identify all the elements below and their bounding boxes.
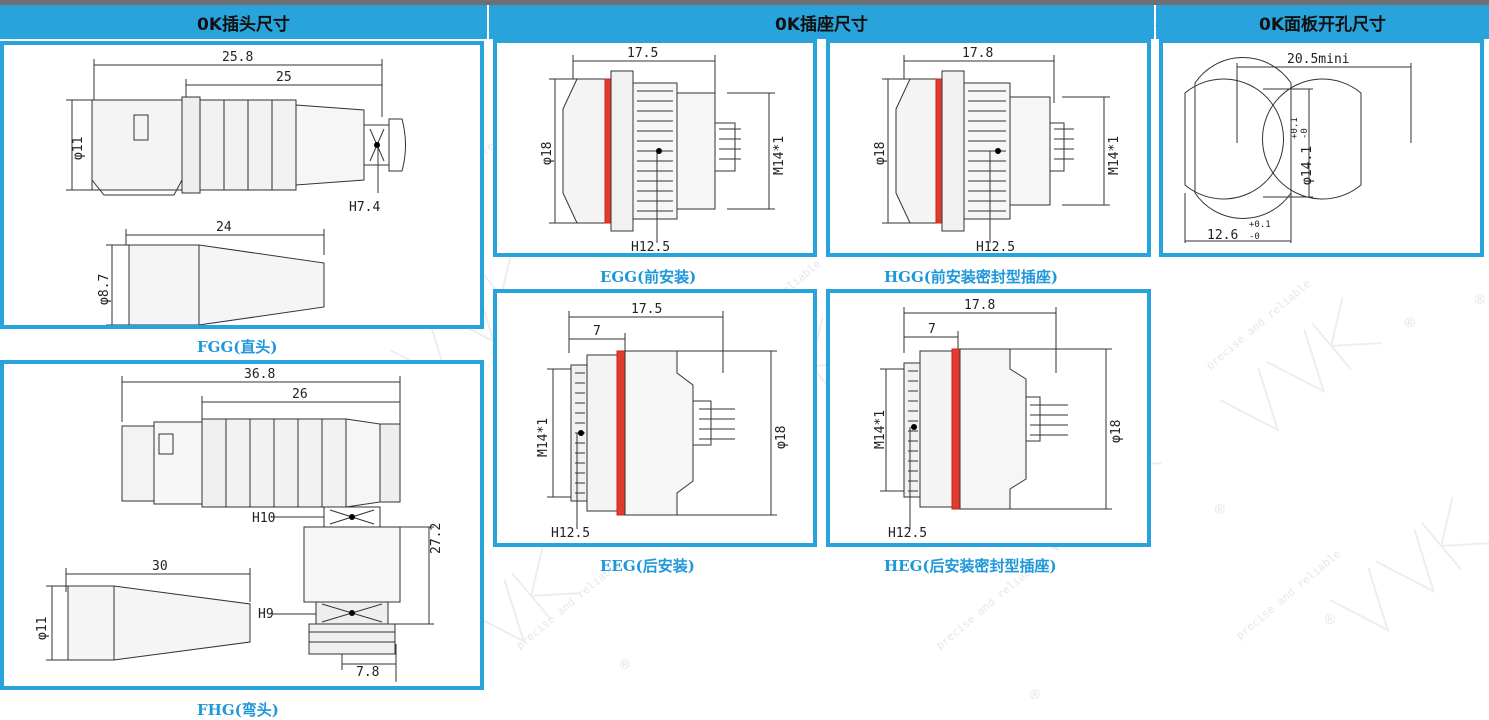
svg-text:27.2: 27.2 — [429, 523, 444, 554]
svg-text:H10: H10 — [252, 511, 275, 526]
caption-heg: HEG(后安装密封型插座) — [884, 557, 1057, 575]
svg-text:φ14.1: φ14.1 — [1300, 146, 1315, 185]
svg-text:®: ® — [1215, 500, 1225, 519]
caption-fhg: FHG(弯头) — [197, 701, 279, 719]
svg-text:®: ® — [1325, 610, 1335, 629]
panel-heg: 17.8 7 H12.5 M14*1 φ18 — [826, 289, 1151, 547]
egg-drawing: 17.5 H12.5 φ18 M14*1 — [540, 46, 787, 255]
fgg-drawing: 25.8 25 H7.4 24 φ11 φ8.7 — [66, 50, 406, 326]
svg-text:7: 7 — [593, 324, 601, 339]
svg-text:17.8: 17.8 — [964, 298, 995, 313]
panel-hgg: 17.8 H12.5 φ18 M14*1 — [826, 39, 1151, 257]
hgg-drawing: 17.8 H12.5 φ18 M14*1 — [873, 46, 1122, 255]
wm-mark: ® — [1405, 313, 1415, 332]
svg-text:precise and reliable: precise and reliable — [1234, 547, 1344, 642]
svg-text:M14*1: M14*1 — [873, 410, 888, 449]
svg-text:H12.5: H12.5 — [888, 526, 927, 541]
svg-text:φ11: φ11 — [71, 137, 86, 160]
svg-text:φ18: φ18 — [1109, 420, 1124, 443]
svg-text:φ18: φ18 — [540, 142, 555, 165]
svg-text:H12.5: H12.5 — [631, 240, 670, 253]
svg-text:M14*1: M14*1 — [772, 136, 787, 175]
svg-text:30: 30 — [152, 559, 168, 574]
svg-text:36.8: 36.8 — [244, 367, 275, 382]
header-socket: 0K插座尺寸 — [489, 5, 1154, 39]
caption-egg: EGG(前安装) — [600, 268, 697, 286]
svg-text:12.6: 12.6 — [1207, 228, 1238, 243]
svg-text:H9: H9 — [258, 607, 274, 622]
fhg-drawing: 36.8 26 H10 H9 30 7.8 27.2 φ11 — [35, 367, 444, 682]
top-bar — [0, 0, 1489, 5]
svg-text:+0.1: +0.1 — [1290, 117, 1300, 139]
header-plug: 0K插头尺寸 — [0, 5, 487, 39]
caption-eeg: EEG(后安装) — [600, 557, 695, 575]
svg-text:+0.1: +0.1 — [1249, 220, 1271, 230]
panel-eeg: 17.5 7 H12.5 M14*1 φ18 — [493, 289, 817, 547]
svg-text:H7.4: H7.4 — [349, 200, 380, 215]
svg-text:®: ® — [1475, 290, 1485, 309]
svg-text:precise and reliable: precise and reliable — [1204, 277, 1314, 372]
svg-text:-0: -0 — [1300, 128, 1310, 139]
svg-text:®: ® — [620, 655, 630, 674]
panel-cutout: 20.5mini φ14.1 +0.1 -0 12.6 +0.1 -0 — [1159, 39, 1484, 257]
svg-text:φ11: φ11 — [35, 617, 50, 640]
panel-egg: 17.5 H12.5 φ18 M14*1 — [493, 39, 817, 257]
svg-text:17.5: 17.5 — [631, 302, 662, 317]
svg-text:φ8.7: φ8.7 — [97, 274, 112, 305]
caption-hgg: HGG(前安装密封型插座) — [884, 268, 1058, 286]
eeg-drawing: 17.5 7 H12.5 M14*1 φ18 — [536, 302, 789, 541]
svg-text:26: 26 — [292, 387, 308, 402]
panel-fhg: 36.8 26 H10 H9 30 7.8 27.2 φ11 — [0, 360, 484, 690]
svg-text:φ18: φ18 — [774, 426, 789, 449]
svg-text:17.8: 17.8 — [962, 46, 993, 61]
svg-text:H12.5: H12.5 — [976, 240, 1015, 253]
svg-text:φ18: φ18 — [873, 142, 888, 165]
caption-fgg: FGG(直头) — [197, 338, 278, 356]
cutout-drawing: 20.5mini φ14.1 +0.1 -0 12.6 +0.1 -0 — [1184, 52, 1412, 243]
svg-text:M14*1: M14*1 — [536, 418, 551, 457]
svg-text:®: ® — [1030, 685, 1040, 704]
svg-text:17.5: 17.5 — [627, 46, 658, 61]
svg-text:M14*1: M14*1 — [1107, 136, 1122, 175]
svg-text:7: 7 — [928, 322, 936, 337]
svg-text:20.5mini: 20.5mini — [1287, 52, 1350, 67]
svg-text:25: 25 — [276, 70, 292, 85]
svg-text:H12.5: H12.5 — [551, 526, 590, 541]
svg-text:24: 24 — [216, 220, 232, 235]
svg-text:-0: -0 — [1249, 232, 1260, 242]
svg-text:25.8: 25.8 — [222, 50, 253, 65]
heg-drawing: 17.8 7 H12.5 M14*1 φ18 — [873, 298, 1124, 541]
svg-text:7.8: 7.8 — [356, 665, 379, 680]
panel-fgg: 25.8 25 H7.4 24 φ11 φ8.7 — [0, 41, 484, 329]
header-panel-cutout: 0K面板开孔尺寸 — [1156, 5, 1489, 39]
